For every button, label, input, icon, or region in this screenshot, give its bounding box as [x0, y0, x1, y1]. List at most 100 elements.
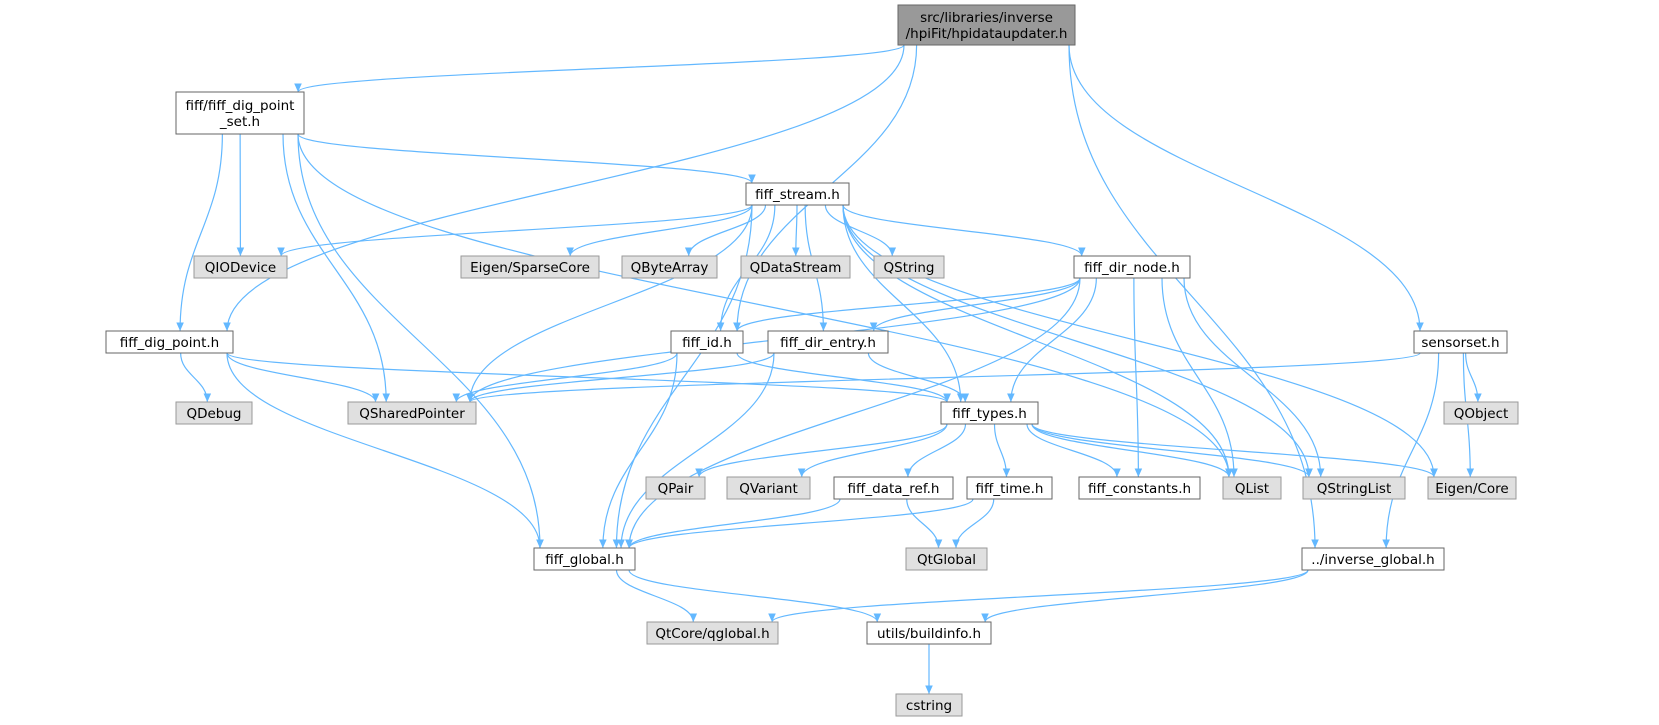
edge-fiff_stream-to-qstring	[824, 204, 897, 257]
node-box	[1413, 330, 1508, 354]
edge-fiff_global-to-buildinfo	[628, 569, 882, 623]
node-box	[460, 255, 600, 279]
edge-fiff_types-to-fiff_constants	[1026, 423, 1121, 478]
node-label: fiff_data_ref.h	[848, 481, 940, 497]
node-inverse-global[interactable]: ../inverse_global.h	[1301, 547, 1445, 571]
node-label: fiff_types.h	[952, 406, 1027, 422]
node-box	[833, 476, 954, 500]
node-root[interactable]: src/libraries/inverse/hpiFit/hpidataupda…	[897, 4, 1076, 46]
node-box	[866, 621, 992, 645]
edge-fiff_time-to-fiff_global	[625, 498, 974, 549]
edge-fiff_id-to-fiff_global	[599, 352, 678, 549]
edge-fiff_dir_node-to-fiff_id	[733, 277, 1081, 332]
edge-fiff_id-to-fiff_types	[736, 352, 951, 403]
edge-root-to-inverse_global	[1068, 44, 1319, 549]
edge-inverse_global-to-qcore_qglobal	[768, 569, 1309, 623]
edge-sensorset-to-inverse_global	[1382, 352, 1440, 549]
edge-fiff_data_ref-to-fiff_global	[625, 498, 841, 549]
edge-fiff_dig_point_set-to-qsharedpointer	[282, 133, 391, 403]
node-qobject: QObject	[1443, 401, 1519, 425]
node-qdebug: QDebug	[175, 401, 253, 425]
node-fiff-dir-node[interactable]: fiff_dir_node.h	[1073, 255, 1191, 279]
node-box	[1301, 547, 1445, 571]
node-qcore-qglobal: QtCore/qglobal.h	[646, 621, 779, 645]
node-fiff-global[interactable]: fiff_global.h	[533, 547, 636, 571]
node-label: QDataStream	[750, 260, 842, 276]
node-fiff-time[interactable]: fiff_time.h	[966, 476, 1053, 500]
node-box	[175, 401, 253, 425]
node-sensorset[interactable]: sensorset.h	[1413, 330, 1508, 354]
edge-fiff_stream-to-eigen_sparse	[566, 204, 753, 257]
node-qstringlist: QStringList	[1302, 476, 1406, 500]
edge-fiff_types-to-fiff_data_ref	[904, 423, 967, 478]
node-label: sensorset.h	[1421, 335, 1499, 351]
node-buildinfo[interactable]: utils/buildinfo.h	[866, 621, 992, 645]
node-label: QSharedPointer	[359, 406, 465, 422]
edge-fiff_types-to-qlist	[1031, 423, 1233, 478]
node-fiff-types[interactable]: fiff_types.h	[940, 401, 1039, 425]
edge-fiff_stream-to-qsharedpointer	[466, 204, 753, 403]
nodes-layer: src/libraries/inverse/hpiFit/hpidataupda…	[105, 4, 1519, 717]
edge-fiff_stream-to-qlist	[842, 204, 1233, 478]
node-qstring: QString	[873, 255, 945, 279]
edge-fiff_global-to-qcore_qglobal	[615, 569, 698, 623]
node-box	[670, 330, 744, 354]
node-label: Eigen/SparseCore	[470, 260, 590, 276]
edge-fiff_stream-to-qdatastream	[791, 204, 800, 257]
node-label: fiff_constants.h	[1088, 481, 1191, 497]
node-box	[897, 4, 1076, 46]
edge-fiff_dir_node-to-qlist	[1161, 277, 1238, 478]
node-qdatastream: QDataStream	[740, 255, 851, 279]
node-qpair: QPair	[645, 476, 706, 500]
edge-fiff_dig_point_set-to-fiff_dig_point	[176, 133, 223, 332]
edge-fiff_stream-to-eigen_core	[842, 204, 1438, 478]
node-box	[175, 91, 305, 135]
edges-layer	[176, 44, 1482, 694]
node-qvariant: QVariant	[726, 476, 811, 500]
node-qiodevice: QIODevice	[193, 255, 288, 279]
node-fiff-id[interactable]: fiff_id.h	[670, 330, 744, 354]
node-label: ../inverse_global.h	[1311, 552, 1434, 568]
edge-fiff_dig_point-to-qdebug	[180, 352, 212, 403]
node-label: fiff_time.h	[976, 481, 1044, 497]
edge-root-to-fiff_dig_point	[223, 44, 905, 332]
node-qsharedpointer: QSharedPointer	[347, 401, 477, 425]
node-label: QString	[884, 260, 935, 276]
node-eigen-sparse: Eigen/SparseCore	[460, 255, 600, 279]
node-box	[895, 693, 963, 717]
node-box	[533, 547, 636, 571]
edge-fiff_types-to-fiff_time	[993, 423, 1011, 478]
node-eigen-core: Eigen/Core	[1427, 476, 1517, 500]
node-label: /hpiFit/hpidataupdater.h	[906, 26, 1068, 42]
node-label: cstring	[906, 698, 952, 714]
node-box	[1222, 476, 1282, 500]
node-fiff-stream[interactable]: fiff_stream.h	[745, 182, 850, 206]
edge-fiff_types-to-qvariant	[797, 423, 948, 478]
edge-fiff_dir_node-to-fiff_dir_entry	[869, 277, 1081, 332]
node-box	[726, 476, 811, 500]
node-label: QtGlobal	[917, 552, 976, 568]
edge-root-to-fiff_dig_point_set	[294, 44, 905, 93]
node-fiff-dig-point[interactable]: fiff_dig_point.h	[105, 330, 234, 354]
edge-fiff_dir_node-to-fiff_types	[1007, 277, 1097, 403]
node-label: fiff_dir_node.h	[1084, 260, 1180, 276]
node-box	[966, 476, 1053, 500]
node-fiff-constants[interactable]: fiff_constants.h	[1078, 476, 1201, 500]
node-fiff-dir-entry[interactable]: fiff_dir_entry.h	[767, 330, 889, 354]
node-box	[940, 401, 1039, 425]
node-label: _set.h	[219, 114, 260, 130]
edge-fiff_dir_entry-to-qsharedpointer	[466, 352, 775, 403]
node-box	[646, 621, 779, 645]
node-label: QByteArray	[631, 260, 709, 276]
node-box	[1078, 476, 1201, 500]
edge-fiff_id-to-qsharedpointer	[452, 352, 678, 403]
node-fiff-data-ref[interactable]: fiff_data_ref.h	[833, 476, 954, 500]
node-box	[905, 547, 988, 571]
node-box	[645, 476, 706, 500]
node-fiff-dig-point-set[interactable]: fiff/fiff_dig_point_set.h	[175, 91, 305, 135]
node-label: QVariant	[739, 481, 798, 497]
edge-fiff_stream-to-qiodevice	[277, 204, 753, 257]
node-box	[347, 401, 477, 425]
edge-fiff_dig_point_set-to-fiff_global	[297, 133, 544, 549]
node-box	[105, 330, 234, 354]
